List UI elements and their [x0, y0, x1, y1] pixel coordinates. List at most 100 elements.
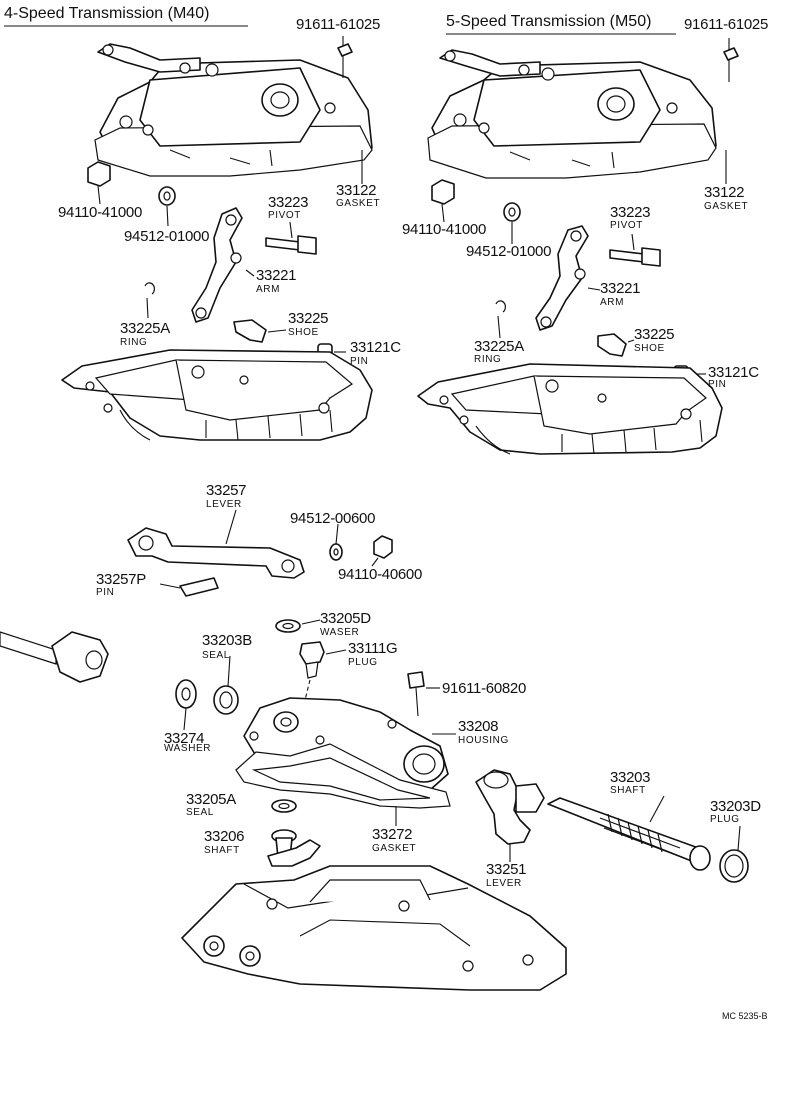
m40-shoe-number: 33225: [288, 310, 329, 327]
plug-label: PLUG: [348, 657, 378, 668]
gasket-label: GASKET: [372, 843, 417, 854]
housing-bolt-label: 91611-60820: [442, 680, 527, 697]
m50-ring-number: 33225A: [474, 338, 524, 355]
lever-washer-label: 94512-00600: [290, 510, 376, 527]
m40-shoe-label: SHOE: [288, 327, 319, 338]
seal-label: SEAL: [202, 650, 230, 661]
m50-shoe: [597, 333, 627, 357]
gasket-number: 33272: [372, 826, 413, 843]
seal2-label: SEAL: [186, 807, 214, 818]
lever-washer: [329, 543, 343, 561]
washer-number: 33274: [164, 730, 205, 747]
m50-pivot: [609, 233, 661, 267]
m50-pivot-number: 33223: [610, 204, 651, 221]
m50-nut-label: 94110-41000: [402, 221, 487, 238]
m40-arm: [191, 207, 243, 323]
lever-33251: [475, 769, 545, 862]
housing-number: 33208: [458, 718, 499, 735]
header-m50: 5-Speed Transmission (M50): [446, 13, 652, 30]
m40-ring-number: 33225A: [120, 320, 170, 337]
m50-pin-number: 33121C: [708, 364, 759, 381]
m40-pin-label: PIN: [350, 356, 369, 367]
m50-arm-label: ARM: [600, 297, 625, 308]
m50-pin-label: PIN: [708, 379, 727, 390]
lever-nut-label: 94110-40600: [338, 566, 423, 583]
m40-gasket-number: 33122: [336, 182, 377, 199]
m40-ring: [144, 282, 155, 295]
m40-bolt: [337, 36, 353, 78]
lever-nut: [373, 535, 393, 559]
m50-pivot-label: PIVOT: [610, 220, 644, 231]
gasket-33272: [235, 743, 451, 809]
plug-33111g: [299, 641, 325, 679]
m40-shift-cover: [94, 43, 373, 184]
plug2-label: PLUG: [710, 814, 740, 825]
waser-33205d: [275, 619, 301, 633]
m50-shoe-label: SHOE: [634, 343, 665, 354]
m50-arm-number: 33221: [600, 280, 641, 297]
lever-33257: [127, 509, 305, 579]
seal2-number: 33205A: [186, 791, 236, 808]
lever2-label: LEVER: [486, 878, 522, 889]
m40-bolt-label: 91611-61025: [296, 16, 381, 33]
waser-number: 33205D: [320, 610, 371, 627]
shaft2-number: 33203: [610, 769, 651, 786]
m40-nut-label: 94110-41000: [58, 204, 143, 221]
lever-number: 33257: [206, 482, 247, 499]
lever2-number: 33251: [486, 861, 527, 878]
m50-gasket-label: GASKET: [704, 201, 749, 212]
washer-label: WASHER: [164, 743, 212, 754]
m40-shoe: [233, 319, 267, 343]
m40-pivot-number: 33223: [268, 194, 309, 211]
bolt-91611-60820: [407, 671, 425, 717]
shaft-label: SHAFT: [204, 845, 240, 856]
shaft-number: 33206: [204, 828, 245, 845]
seal-33203b: [213, 685, 239, 715]
shaft2-label: SHAFT: [610, 785, 646, 796]
plug-number: 33111G: [348, 640, 398, 657]
m50-bolt-label: 91611-61025: [684, 16, 769, 33]
housing-33208: [243, 697, 449, 791]
m40-gasket-label: GASKET: [336, 198, 381, 209]
m40-case: [61, 349, 373, 441]
plug2-number: 33203D: [710, 798, 761, 815]
m50-bolt: [723, 38, 739, 82]
m50-washer-label: 94512-01000: [466, 243, 552, 260]
m50-ring: [495, 300, 506, 313]
figure-code: MC 5235-B: [722, 1011, 768, 1021]
washer-33274: [175, 679, 197, 709]
shaft-33206: [267, 829, 321, 867]
m50-nut: [431, 179, 455, 205]
lever-pin: [179, 577, 219, 597]
m40-washer: [158, 186, 176, 206]
linkage-rod: [0, 631, 109, 683]
m40-pivot: [265, 221, 317, 255]
m50-washer: [503, 202, 521, 222]
m40-ring-label: RING: [120, 337, 148, 348]
bottom-case: [181, 865, 567, 991]
m40-arm-number: 33221: [256, 267, 297, 284]
seal-33205a: [271, 799, 297, 813]
shaft-33203: [547, 795, 711, 871]
lever-label: LEVER: [206, 499, 242, 510]
waser-label: WASER: [320, 627, 360, 638]
header-m40: 4-Speed Transmission (M40): [4, 5, 210, 22]
m40-nut: [87, 161, 111, 187]
housing-label: HOUSING: [458, 735, 509, 746]
m40-washer-label: 94512-01000: [124, 228, 210, 245]
m40-pin-number: 33121C: [350, 339, 401, 356]
m50-shift-cover: [427, 49, 727, 184]
m50-ring-label: RING: [474, 354, 502, 365]
plug-33203d: [719, 849, 749, 883]
m40-pivot-label: PIVOT: [268, 210, 302, 221]
m50-gasket-number: 33122: [704, 184, 745, 201]
m50-arm: [535, 225, 589, 331]
lever-pin-number: 33257P: [96, 571, 146, 588]
m40-arm-label: ARM: [256, 284, 281, 295]
m50-case: [417, 363, 723, 455]
lever-pin-label: PIN: [96, 587, 115, 598]
m50-shoe-number: 33225: [634, 326, 675, 343]
seal-number: 33203B: [202, 632, 252, 649]
